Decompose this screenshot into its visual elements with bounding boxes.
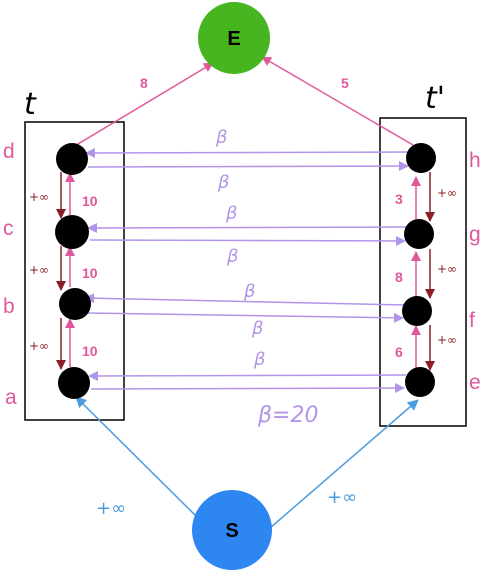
node-f xyxy=(402,296,432,326)
source-node xyxy=(192,490,272,570)
left-group-title: t xyxy=(24,87,37,122)
edge-d-to-sink xyxy=(72,62,214,148)
node-a xyxy=(58,367,90,399)
weight-h-d: β xyxy=(215,127,228,148)
weight-d-sink: 8 xyxy=(140,75,148,91)
edge-h-to-d xyxy=(85,147,411,158)
weight-g-f: +∞ xyxy=(437,262,457,276)
edge-f-to-b xyxy=(84,293,406,306)
weight-source-e: +∞ xyxy=(327,487,357,508)
weight-g-h: 3 xyxy=(395,191,403,207)
sink-node xyxy=(198,2,270,74)
weight-h-sink: 5 xyxy=(341,75,349,91)
weight-f-g: 8 xyxy=(395,269,403,285)
node-e xyxy=(405,367,435,397)
edge-d-to-h xyxy=(87,161,409,172)
edge-c-to-g xyxy=(89,235,406,246)
weight-b-a: +∞ xyxy=(29,339,49,353)
edge-b-to-f xyxy=(86,312,404,323)
label-c: c xyxy=(3,217,14,240)
weight-a-b: 10 xyxy=(82,343,98,359)
node-d xyxy=(56,143,88,175)
edge-source-to-a xyxy=(75,396,199,519)
node-b xyxy=(59,288,91,320)
weight-f-e: +∞ xyxy=(437,333,457,347)
weight-a-e: β=20 xyxy=(257,403,318,428)
label-e: e xyxy=(469,371,481,394)
source-label: S xyxy=(225,520,238,542)
node-h xyxy=(406,143,436,173)
weight-b-f: β xyxy=(251,318,264,339)
sink-label: E xyxy=(227,28,240,50)
edge-a-to-e xyxy=(90,383,405,394)
weight-c-b: +∞ xyxy=(29,263,49,277)
edge-source-to-e xyxy=(269,399,419,529)
weight-e-a: β xyxy=(253,349,266,370)
label-b: b xyxy=(3,295,15,318)
weight-d-c: +∞ xyxy=(29,190,49,204)
right-group-title: t' xyxy=(425,81,445,116)
weight-e-f: 6 xyxy=(395,344,403,360)
weight-b-c: 10 xyxy=(82,265,98,281)
label-f: f xyxy=(469,309,475,332)
weight-source-a: +∞ xyxy=(96,498,126,519)
right-group-box xyxy=(379,117,467,427)
label-d: d xyxy=(3,140,15,163)
edge-g-to-c xyxy=(87,222,408,233)
label-h: h xyxy=(469,149,481,172)
weight-d-h: β xyxy=(217,172,230,193)
node-c xyxy=(55,215,89,249)
edge-e-to-a xyxy=(88,370,407,381)
weight-f-b: β xyxy=(243,281,256,302)
left-group-box xyxy=(24,121,125,421)
weight-h-g: +∞ xyxy=(437,186,457,200)
weight-g-c: β xyxy=(225,203,238,224)
node-g xyxy=(404,219,434,249)
weight-c-d: 10 xyxy=(82,193,98,209)
weight-c-g: β xyxy=(226,246,239,267)
label-g: g xyxy=(469,223,481,246)
edge-h-to-sink xyxy=(261,56,414,146)
label-a: a xyxy=(5,386,17,409)
